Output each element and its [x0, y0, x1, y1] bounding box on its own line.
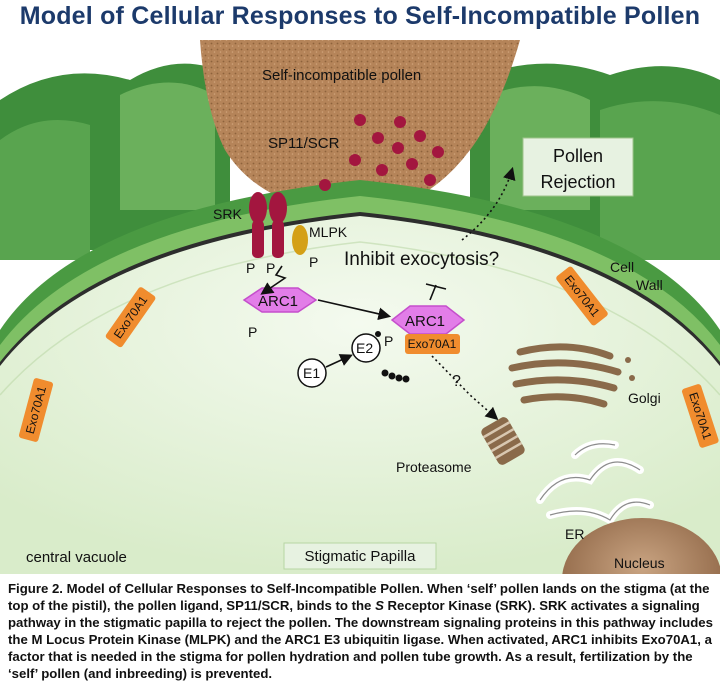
e2-circle	[351, 333, 381, 363]
caption-italic-s: S	[375, 598, 384, 613]
central-vacuole-label: central vacuole	[26, 549, 127, 566]
phospho-label-4: P	[248, 324, 257, 340]
pathway-arrows	[260, 166, 516, 421]
question-mark: ?	[452, 373, 461, 390]
nucleus	[562, 518, 720, 574]
mlpk-kinase	[292, 225, 308, 255]
stigmatic-papilla-box	[283, 542, 437, 570]
sp11-label: SP11/SCR	[268, 135, 340, 152]
sp11-scr-ligands	[319, 114, 444, 191]
mlpk-label: MLPK	[309, 224, 348, 240]
pollen-rejection-line1: Pollen	[553, 146, 603, 166]
e2-label: E2	[356, 340, 373, 356]
phospho-label-2: P	[266, 260, 275, 276]
nucleus-label: Nucleus	[614, 555, 665, 571]
arc1-right-label: ARC1	[405, 313, 445, 330]
exo70a1-bound-label: Exo70A1	[408, 337, 457, 351]
pollen-rejection-line2: Rejection	[540, 172, 615, 192]
phospho-label-3: P	[309, 254, 318, 270]
golgi-label: Golgi	[628, 390, 661, 406]
golgi-apparatus	[508, 343, 635, 408]
cell-label: Cell	[610, 259, 634, 275]
ubiquitin-chain	[375, 331, 410, 383]
phospho-label-5: P	[384, 333, 393, 349]
phospho-label-1: P	[246, 260, 255, 276]
figure-caption: Figure 2. Model of Cellular Responses to…	[8, 580, 714, 682]
caption-part1: Figure 2. Model of Cellular Responses to…	[8, 581, 710, 613]
e1-label: E1	[303, 365, 320, 381]
exo70a1-bound	[405, 334, 460, 354]
figure-title: Model of Cellular Responses to Self-Inco…	[19, 2, 701, 30]
inhibit-exocytosis-label: Inhibit exocytosis?	[344, 249, 499, 270]
stigmatic-papilla-label: Stigmatic Papilla	[305, 548, 417, 565]
diagram: Self-incompatible pollen SP11/SCR SRK ML…	[0, 40, 720, 574]
caption-part2: Receptor Kinase (SRK). SRK activates a s…	[8, 598, 713, 681]
proteasome	[481, 417, 525, 465]
srk-label: SRK	[213, 206, 242, 222]
srk-receptor	[249, 192, 287, 258]
e1-circle	[297, 358, 327, 388]
stigmatic-papilla-cell	[0, 180, 720, 574]
exo70a1-left	[18, 378, 54, 442]
arc1-left-label: ARC1	[258, 293, 298, 310]
pollen-rejection-box	[522, 137, 634, 197]
exo70a1-far-right	[681, 384, 719, 448]
endoplasmic-reticulum-outline	[539, 443, 651, 521]
proteasome-label: Proteasome	[396, 459, 472, 475]
wall-label: Wall	[636, 277, 663, 293]
er-label: ER	[565, 526, 584, 542]
exo70a1-right	[556, 266, 608, 326]
pollen-label: Self-incompatible pollen	[262, 67, 421, 84]
exo70a1-upper-left	[105, 287, 156, 348]
